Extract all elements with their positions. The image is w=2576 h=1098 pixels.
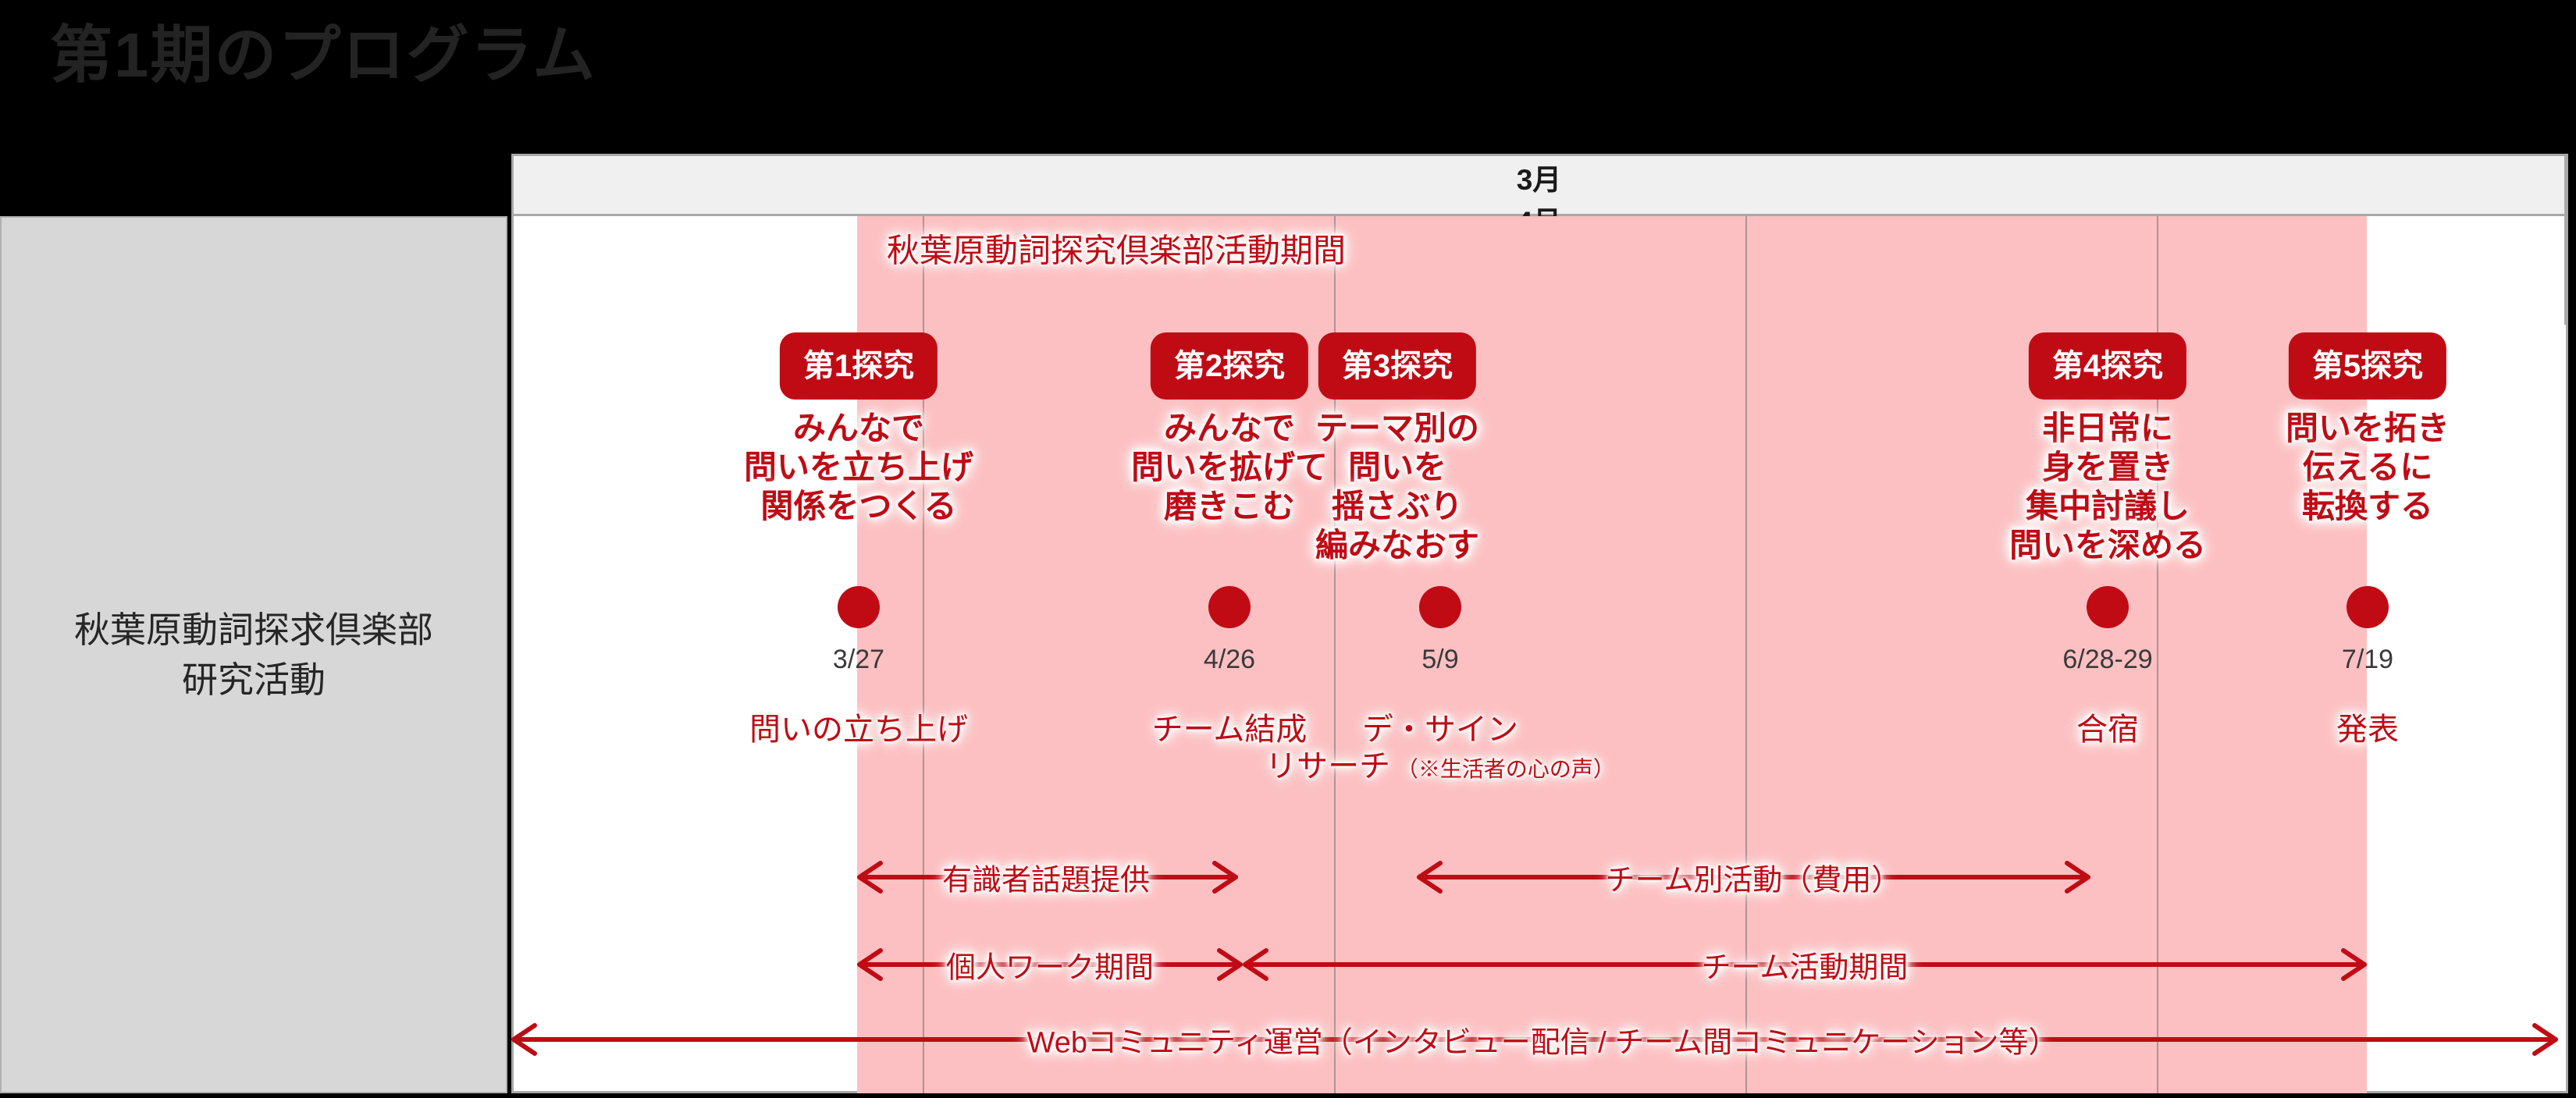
phase-description-line: みんなで xyxy=(792,410,925,446)
phase-description-line: 関係をつくる xyxy=(760,488,957,524)
phase-description-line: 問いを拡げて xyxy=(1130,449,1329,485)
milestone-date: 6/28-29 xyxy=(2062,645,2153,674)
period-arrow-label: 有識者話題提供 xyxy=(941,864,1151,897)
phase-description-line: テーマ別の xyxy=(1315,410,1480,446)
milestone-label-line: 問いの立ち上げ xyxy=(749,712,968,747)
milestone-date: 3/27 xyxy=(832,645,885,674)
milestone-dot xyxy=(2087,586,2129,628)
phase-description-line: 揺さぶり xyxy=(1331,488,1464,524)
phase-badge: 第1探究 xyxy=(779,332,938,400)
column-divider xyxy=(2157,216,2158,1093)
page-title: 第1期のプログラム xyxy=(50,20,597,90)
phase-description-line: 非日常に xyxy=(2041,410,2174,446)
period-arrow-label: チーム活動期間 xyxy=(1701,951,1909,985)
row-label-line2: 研究活動 xyxy=(182,659,326,700)
period-arrow-label: チーム別活動（費用） xyxy=(1605,864,1902,897)
milestone-dot xyxy=(838,586,880,628)
activity-period-label: 秋葉原動詞探究倶楽部活動期間 xyxy=(886,232,1347,269)
milestone-date: 5/9 xyxy=(1421,645,1459,674)
milestone-dot xyxy=(2347,586,2389,628)
phase-description-line: 問いを立ち上げ xyxy=(743,449,974,485)
period-arrow-label: 個人ワーク期間 xyxy=(945,951,1155,985)
milestone-label-line: 合宿 xyxy=(2076,712,2139,747)
milestone-label-line: リサーチ （※生活者の心の声） xyxy=(1265,749,1615,784)
milestone-date: 4/26 xyxy=(1203,645,1256,674)
phase-badge: 第4探究 xyxy=(2028,332,2187,400)
phase-description-line: 身を置き xyxy=(2041,449,2174,485)
phase-description-line: 問いを xyxy=(1347,449,1447,485)
column-divider xyxy=(1745,216,1747,1093)
phase-description: テーマ別の問いを揺さぶり編みなおす xyxy=(1315,409,1479,565)
milestone-dot xyxy=(1419,586,1461,628)
phase-badge: 第5探究 xyxy=(2288,332,2447,400)
row-label: 秋葉原動詞探求倶楽部 研究活動 xyxy=(0,216,507,1093)
month-header-row: 3月4月5月6月7月 xyxy=(511,154,2568,364)
milestone-dot xyxy=(1208,586,1251,628)
row-label-line1: 秋葉原動詞探求倶楽部 xyxy=(74,609,433,650)
phase-description: 問いを拓き伝えるに転換する xyxy=(2286,409,2450,526)
milestone-label: デ・サインリサーチ （※生活者の心の声） xyxy=(1265,712,1615,787)
phase-description-line: 転換する xyxy=(2301,488,2434,524)
milestone-label-note: （※生活者の心の声） xyxy=(1390,757,1615,781)
milestone-label: チーム結成 xyxy=(1152,712,1308,748)
phase-description-line: 問いを拓き xyxy=(2285,410,2450,446)
column-divider xyxy=(1334,216,1336,1093)
phase-badge: 第3探究 xyxy=(1318,332,1477,400)
milestone-label: 問いの立ち上げ xyxy=(749,712,968,748)
milestone-label-line: デ・サイン xyxy=(1362,712,1518,747)
phase-description-line: みんなで xyxy=(1163,410,1296,446)
milestone-date: 7/19 xyxy=(2341,645,2394,674)
phase-description-line: 問いを深める xyxy=(2008,527,2207,563)
month-cell: 3月 xyxy=(514,156,2566,198)
phase-description-line: 集中討議し xyxy=(2025,488,2190,524)
phase-description-line: 磨きこむ xyxy=(1163,488,1296,524)
phase-description: みんなで問いを立ち上げ関係をつくる xyxy=(744,409,973,526)
phase-description: みんなで問いを拡げて磨きこむ xyxy=(1131,409,1328,526)
period-arrow-label: Webコミュニティ運営（インタビュー配信 / チーム間コミュニケーション等） xyxy=(1026,1026,2058,1060)
milestone-label: 発表 xyxy=(2336,712,2399,748)
phase-description: 非日常に身を置き集中討議し問いを深める xyxy=(2009,409,2206,565)
column-divider xyxy=(923,216,924,1093)
phase-badge: 第2探究 xyxy=(1150,332,1309,400)
milestone-label: 合宿 xyxy=(2076,712,2139,748)
phase-description-line: 編みなおす xyxy=(1315,527,1480,563)
milestone-label-line: 発表 xyxy=(2336,712,2399,747)
phase-description-line: 伝えるに xyxy=(2302,449,2433,485)
milestone-label-line: チーム結成 xyxy=(1151,712,1308,747)
